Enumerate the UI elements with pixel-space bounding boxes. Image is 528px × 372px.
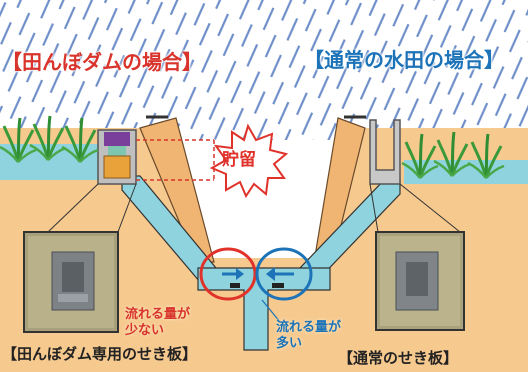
flow-less-label: 流れる量が 少ない bbox=[125, 307, 190, 340]
connector-left-a bbox=[47, 183, 99, 233]
title-tanbo-dam: 【田んぼダムの場合】 bbox=[2, 50, 202, 74]
flow-circle-red bbox=[199, 247, 257, 301]
embankment-left bbox=[139, 117, 215, 263]
starburst-icon bbox=[209, 123, 289, 199]
title-normal-paddy: 【通常の水田の場合】 bbox=[304, 48, 504, 72]
weir-box-right bbox=[369, 119, 401, 185]
large-outlet-right bbox=[272, 283, 284, 288]
arrow-left-icon bbox=[266, 267, 275, 281]
flow-less-line-2: 少ない bbox=[125, 323, 165, 339]
flow-more-line-1: 流れる量が bbox=[276, 320, 342, 335]
flow-more-line-2: 多い bbox=[276, 336, 303, 352]
caption-tanbo-weir: 【田んぼダム専用のせき板】 bbox=[2, 345, 198, 363]
photo-weir-slot-left bbox=[62, 262, 84, 292]
weir-plate-orange bbox=[103, 155, 131, 179]
weir-plate-purple bbox=[104, 132, 130, 146]
caption-normal-weir: 【通常のせき板】 bbox=[338, 349, 459, 367]
small-outlet-left bbox=[230, 283, 240, 288]
photo-weir-plate-left bbox=[58, 294, 88, 302]
connector-right-b bbox=[399, 183, 461, 233]
connector-right-a bbox=[369, 183, 379, 233]
storage-label: 貯留 bbox=[222, 150, 256, 170]
pointer-line-blue bbox=[261, 299, 281, 323]
arrow-right-icon bbox=[236, 268, 244, 280]
photo-weir-slot-right bbox=[406, 262, 428, 296]
flow-more-label: 流れる量が 多い bbox=[276, 320, 341, 353]
rain-lines bbox=[0, 0, 528, 140]
connector-left-b bbox=[117, 183, 137, 233]
flow-circle-blue bbox=[255, 247, 313, 301]
flow-less-line-1: 流れる量が bbox=[125, 307, 191, 322]
central-channel bbox=[197, 267, 331, 351]
weir-plate-green bbox=[108, 146, 126, 156]
